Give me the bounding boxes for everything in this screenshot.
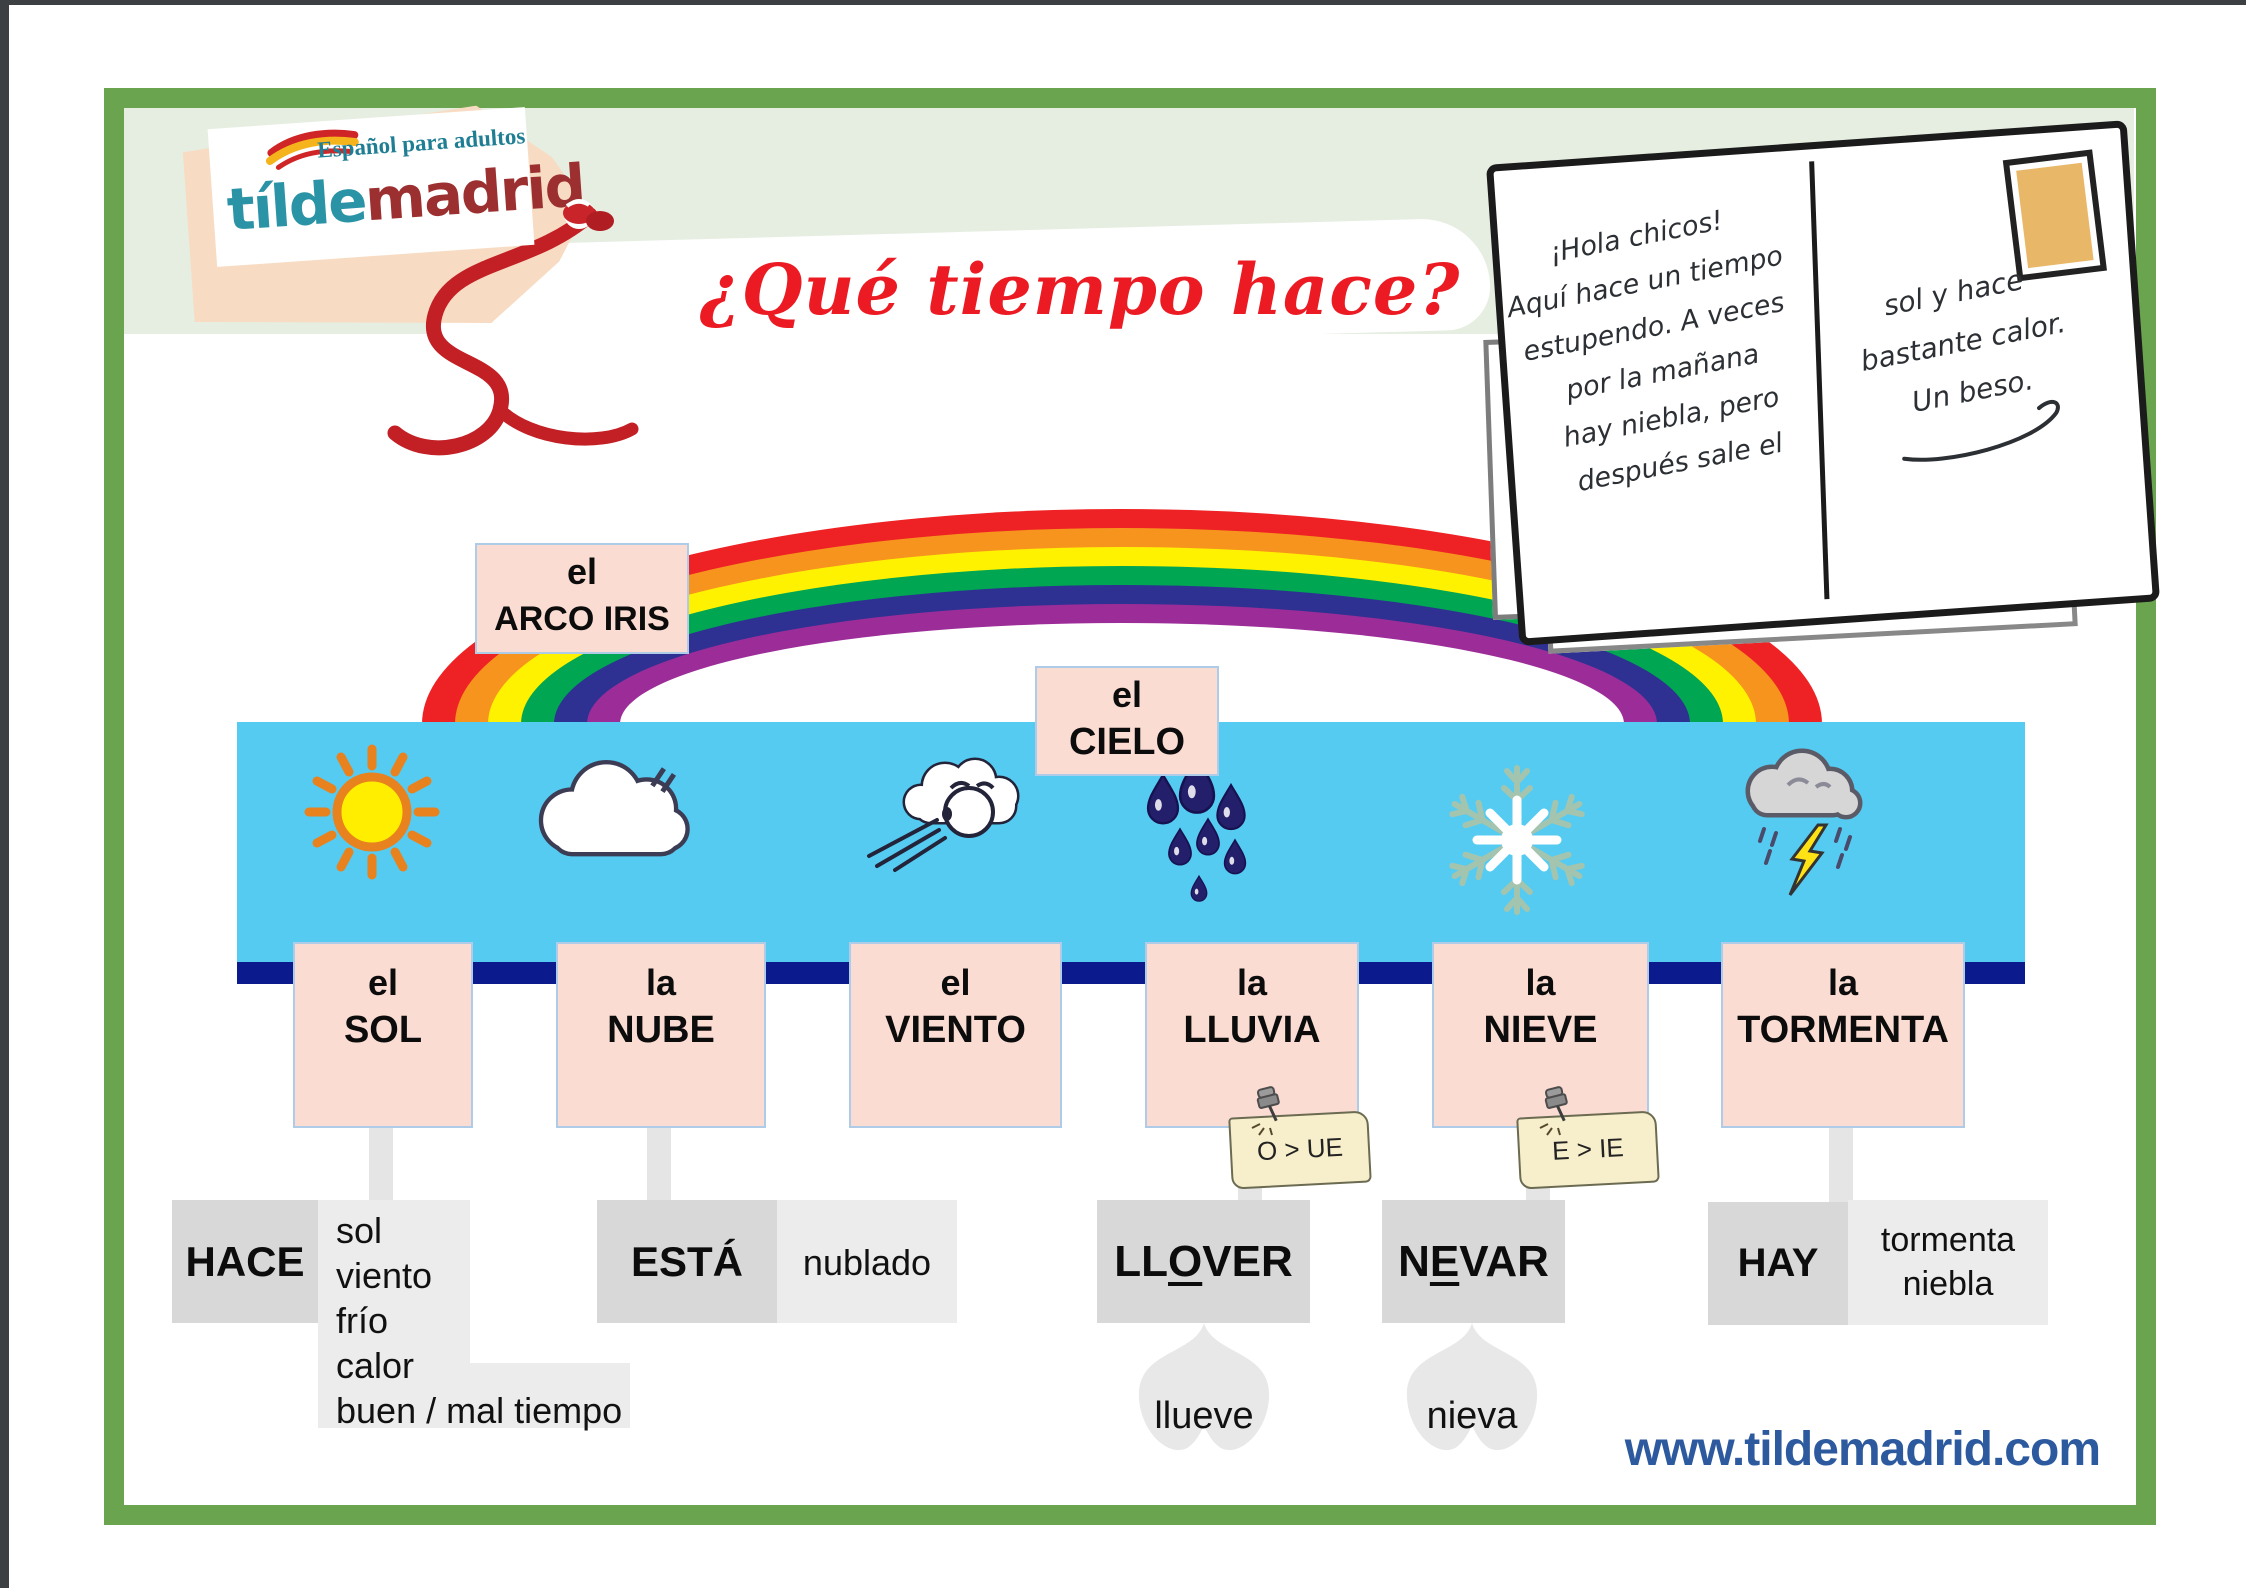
complement-esta: nublado bbox=[777, 1242, 957, 1284]
conjugation-nieva: nieva bbox=[1393, 1395, 1551, 1438]
complement-hay: tormenta niebla bbox=[1848, 1218, 2048, 1306]
note-text: O > UE bbox=[1256, 1131, 1344, 1167]
label-noun: VIENTO bbox=[885, 1009, 1026, 1051]
verb-stem-vowel: E bbox=[1429, 1236, 1460, 1286]
complement-box-hay bbox=[1848, 1200, 2048, 1325]
signature-swoosh-icon bbox=[1902, 399, 2060, 462]
complement-item: calor bbox=[336, 1345, 415, 1386]
verb-text: HACE bbox=[185, 1237, 305, 1285]
weather-label-tormenta: la TORMENTA bbox=[1721, 942, 1965, 1128]
label-noun: SOL bbox=[343, 1009, 423, 1051]
complement-item: sol bbox=[336, 1210, 383, 1251]
label-cielo: el CIELO bbox=[1035, 666, 1219, 776]
rainbow-illustration bbox=[422, 509, 1822, 724]
label-noun: ARCO IRIS bbox=[494, 600, 670, 638]
page-title: ¿Qué tiempo hace? bbox=[699, 248, 1461, 331]
postcard-message-right: sol y hace bastante calor. Un beso. bbox=[1821, 244, 2116, 496]
conjugation-text: nieva bbox=[1426, 1395, 1518, 1437]
verb-text: ESTÁ bbox=[630, 1237, 743, 1285]
label-noun: TORMENTA bbox=[1737, 1009, 1949, 1051]
complement-item: buen / mal tiempo bbox=[336, 1390, 623, 1431]
weather-label-lluvia: la LLUVIA bbox=[1145, 942, 1359, 1128]
label-noun: NIEVE bbox=[1483, 1009, 1598, 1051]
weather-label-nube: la NUBE bbox=[556, 942, 766, 1128]
storm-cloud-icon bbox=[1745, 748, 1863, 896]
complement-box-esta bbox=[777, 1200, 957, 1323]
verb-box-hay: HAY bbox=[1708, 1202, 1848, 1325]
verb-box-esta: ESTÁ bbox=[597, 1200, 777, 1323]
viewer-top-edge bbox=[0, 0, 2246, 5]
verb-text: HAY bbox=[1737, 1241, 1819, 1285]
postcard-message-left: ¡Hola chicos! Aquí hace un tiempo estupe… bbox=[1489, 187, 1828, 514]
note-text: E > IE bbox=[1551, 1132, 1625, 1166]
complement-item: nublado bbox=[802, 1242, 932, 1283]
label-article: la bbox=[645, 962, 677, 1003]
verb-box-hace: HACE bbox=[172, 1200, 318, 1323]
ribbon-icon bbox=[387, 207, 639, 456]
conjugation-text: llueve bbox=[1154, 1395, 1254, 1437]
verb-text-part: LL bbox=[1114, 1236, 1169, 1286]
weather-label-nieve: la NIEVE bbox=[1432, 942, 1649, 1128]
verb-text-part: VER bbox=[1202, 1236, 1293, 1286]
label-article: la bbox=[1236, 962, 1268, 1003]
verb-text-part: VAR bbox=[1459, 1236, 1549, 1286]
verb-stem-vowel: O bbox=[1168, 1236, 1203, 1286]
weather-label-sol: el SOL bbox=[293, 942, 473, 1128]
complement-item: viento bbox=[336, 1255, 433, 1296]
complement-item: niebla bbox=[1902, 1265, 1994, 1303]
complement-box-hace-wide bbox=[318, 1363, 630, 1428]
complement-item: frío bbox=[336, 1300, 389, 1341]
label-arco-iris: el ARCO IRIS bbox=[475, 543, 689, 654]
label-noun: NUBE bbox=[607, 1009, 715, 1051]
label-article: el bbox=[1111, 674, 1143, 715]
wind-icon bbox=[867, 757, 1020, 872]
weather-label-viento: el VIENTO bbox=[849, 942, 1062, 1128]
snowflake-icon bbox=[1435, 758, 1600, 923]
label-article: la bbox=[1827, 962, 1859, 1003]
label-noun: CIELO bbox=[1068, 721, 1186, 763]
website-url: www.tildemadrid.com bbox=[1624, 1423, 2101, 1476]
pushpin-icon bbox=[1539, 1086, 1568, 1136]
brand-logo: Español para adultos tíldemadrid bbox=[207, 107, 586, 267]
cloud-icon bbox=[538, 760, 690, 857]
postcard: ¡Hola chicos! Aquí hace un tiempo estupe… bbox=[1485, 120, 2161, 646]
pushpin-icon bbox=[1251, 1086, 1280, 1136]
droplet-shape-llueve bbox=[1138, 1323, 1270, 1451]
label-noun: LLUVIA bbox=[1183, 1009, 1321, 1051]
ribbon-knot-icon bbox=[563, 199, 614, 231]
complement-item: tormenta bbox=[1880, 1221, 2016, 1259]
sun-icon bbox=[304, 744, 440, 880]
label-article: la bbox=[1525, 962, 1556, 1003]
viewer-left-edge bbox=[0, 0, 9, 1588]
brand-word-tilde: tílde bbox=[224, 166, 368, 245]
spain-flag-icon bbox=[265, 129, 359, 170]
complements-hace: sol viento frío calor buen / mal tiempo bbox=[336, 1208, 636, 1433]
label-article: el bbox=[940, 962, 971, 1003]
droplet-shape-nieva bbox=[1406, 1323, 1538, 1451]
conjugation-llueve: llueve bbox=[1125, 1395, 1283, 1438]
label-article: el bbox=[367, 962, 399, 1003]
label-article: el bbox=[566, 551, 598, 592]
verb-text-part: N bbox=[1398, 1236, 1430, 1286]
